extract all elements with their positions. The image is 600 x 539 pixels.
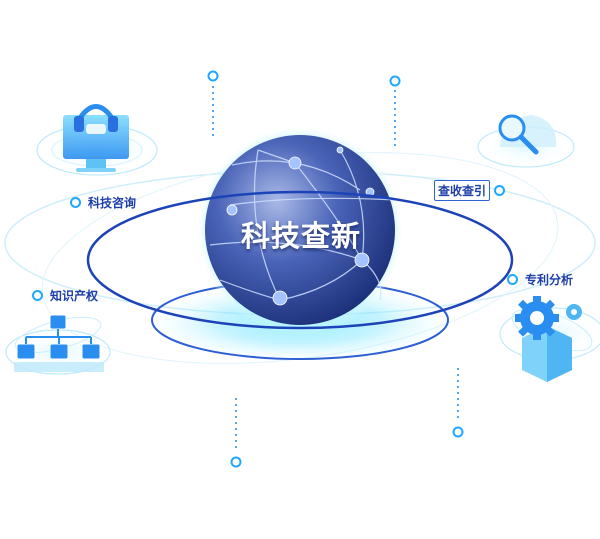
- gear-cube-icon: [499, 296, 600, 382]
- globe-title: 科技查新: [240, 219, 361, 253]
- dotted-connectors: [212, 86, 459, 452]
- tag-index: 查收查引: [434, 180, 506, 201]
- computer-headset-icon: [36, 104, 158, 176]
- main-orbit-ring: [86, 190, 514, 330]
- globe-nodes: [226, 146, 375, 306]
- tag-index-label: 查收查引: [434, 180, 491, 201]
- tag-consult: 科技咨询: [70, 193, 139, 212]
- org-chart-icon: [5, 314, 111, 375]
- globe-network-lines: [209, 149, 396, 301]
- tag-consult-label: 科技咨询: [88, 196, 137, 210]
- tag-dot-icon: [32, 290, 43, 301]
- tag-ip: 知识产权: [32, 286, 101, 305]
- tag-dot-icon: [70, 197, 81, 208]
- tag-dot-icon: [507, 274, 518, 285]
- connector-end-dots: [207, 70, 464, 468]
- tag-ip-label: 知识产权: [50, 289, 99, 303]
- tag-patent-label: 专利分析: [525, 273, 574, 287]
- tag-dot-icon: [494, 185, 506, 196]
- magnifier-icon: [477, 114, 575, 168]
- tag-patent: 专利分析: [507, 270, 576, 289]
